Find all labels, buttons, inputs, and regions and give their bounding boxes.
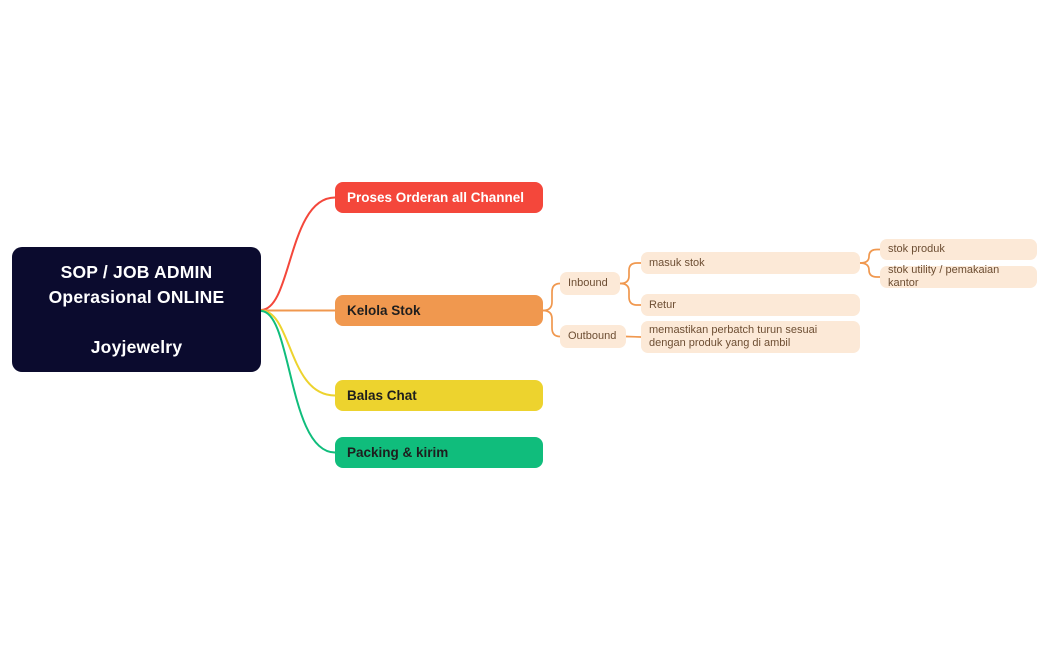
branch-node-packing-kirim[interactable]: Packing & kirim bbox=[335, 437, 543, 468]
link-inbound-retur bbox=[619, 282, 642, 306]
branch-label: Kelola Stok bbox=[347, 303, 421, 318]
link-root-packing bbox=[260, 310, 336, 454]
subnode-retur[interactable]: Retur bbox=[641, 294, 860, 316]
link-root-proses bbox=[260, 196, 336, 311]
branch-label: Packing & kirim bbox=[347, 445, 449, 460]
root-title-line1: SOP / JOB ADMIN bbox=[60, 261, 213, 282]
link-inbound-masukstok bbox=[619, 262, 642, 285]
subnode-outbound[interactable]: Outbound bbox=[560, 325, 626, 348]
subnode-label: stok produk bbox=[888, 243, 945, 255]
subnode-stok-produk[interactable]: stok produk bbox=[880, 239, 1037, 260]
subnode-label: Inbound bbox=[568, 277, 608, 289]
subnode-label: stok utility / pemakaian kantor bbox=[888, 264, 1000, 289]
branch-label: Proses Orderan all Channel bbox=[347, 190, 525, 205]
subnode-label: Outbound bbox=[568, 330, 617, 342]
subnode-inbound[interactable]: Inbound bbox=[560, 272, 620, 295]
subnode-stok-utility[interactable]: stok utility / pemakaian kantor bbox=[880, 264, 1037, 289]
link-root-balas bbox=[260, 309, 336, 397]
link-outbound-memastikan bbox=[625, 335, 642, 338]
root-title-line3: Joyjewelry bbox=[90, 336, 183, 357]
subnode-label: memastikan perbatch turun sesuai dengan … bbox=[649, 324, 818, 349]
root-title-line2: Operasional ONLINE bbox=[48, 286, 225, 307]
subnode-label: masuk stok bbox=[649, 256, 705, 269]
link-kelola-inbound bbox=[542, 282, 561, 312]
branch-label: Balas Chat bbox=[347, 388, 417, 403]
root-node[interactable]: SOP / JOB ADMIN Operasional ONLINE Joyje… bbox=[12, 247, 261, 372]
branch-node-proses-orderan[interactable]: Proses Orderan all Channel bbox=[335, 182, 543, 213]
subnode-label: Retur bbox=[649, 298, 676, 311]
link-kelola-outbound bbox=[542, 309, 561, 338]
link-masukstok-stokproduk bbox=[859, 248, 881, 264]
link-masukstok-stokutility bbox=[859, 262, 881, 278]
subnode-memastikan-perbatch[interactable]: memastikan perbatch turun sesuai dengan … bbox=[641, 321, 860, 353]
branch-node-kelola-stok[interactable]: Kelola Stok bbox=[335, 295, 543, 326]
subnode-masuk-stok[interactable]: masuk stok bbox=[641, 252, 860, 274]
branch-node-balas-chat[interactable]: Balas Chat bbox=[335, 380, 543, 411]
